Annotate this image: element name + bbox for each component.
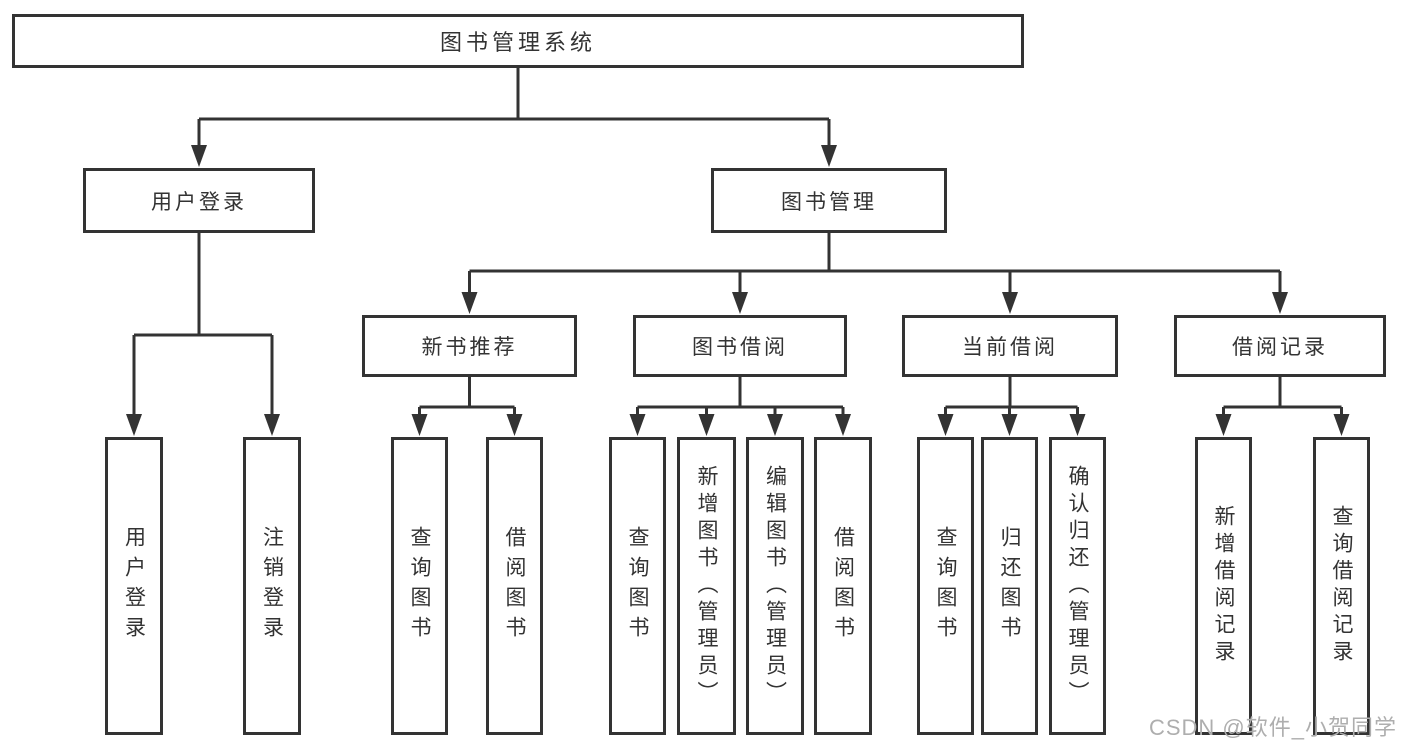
node-book-management: 图书管理 <box>711 168 947 233</box>
leaf-confirm-return-admin: 确认归还（管理员） <box>1049 437 1106 735</box>
watermark: CSDN @软件_小贺同学 <box>1148 715 1397 740</box>
node-borrowing-records: 借阅记录 <box>1174 315 1386 377</box>
leaf-add-book-admin: 新增图书（管理员） <box>677 437 736 735</box>
node-new-book-recommend: 新书推荐 <box>362 315 577 377</box>
leaf-return-book: 归还图书 <box>981 437 1038 735</box>
node-user-login: 用户登录 <box>83 168 315 233</box>
leaf-borrow-books-recommend: 借阅图书 <box>486 437 543 735</box>
leaf-add-borrow-record: 新增借阅记录 <box>1195 437 1252 735</box>
leaf-edit-book-admin: 编辑图书（管理员） <box>746 437 804 735</box>
leaf-borrow-books-borrowing: 借阅图书 <box>814 437 872 735</box>
node-current-borrowing: 当前借阅 <box>902 315 1118 377</box>
leaf-user-login: 用户登录 <box>105 437 163 735</box>
node-book-borrowing: 图书借阅 <box>633 315 847 377</box>
leaf-query-books-current: 查询图书 <box>917 437 974 735</box>
leaf-query-books-recommend: 查询图书 <box>391 437 448 735</box>
leaf-query-borrow-record: 查询借阅记录 <box>1313 437 1370 735</box>
node-library-management-system: 图书管理系统 <box>12 14 1024 68</box>
leaf-query-books-borrowing: 查询图书 <box>609 437 666 735</box>
leaf-logout: 注销登录 <box>243 437 301 735</box>
